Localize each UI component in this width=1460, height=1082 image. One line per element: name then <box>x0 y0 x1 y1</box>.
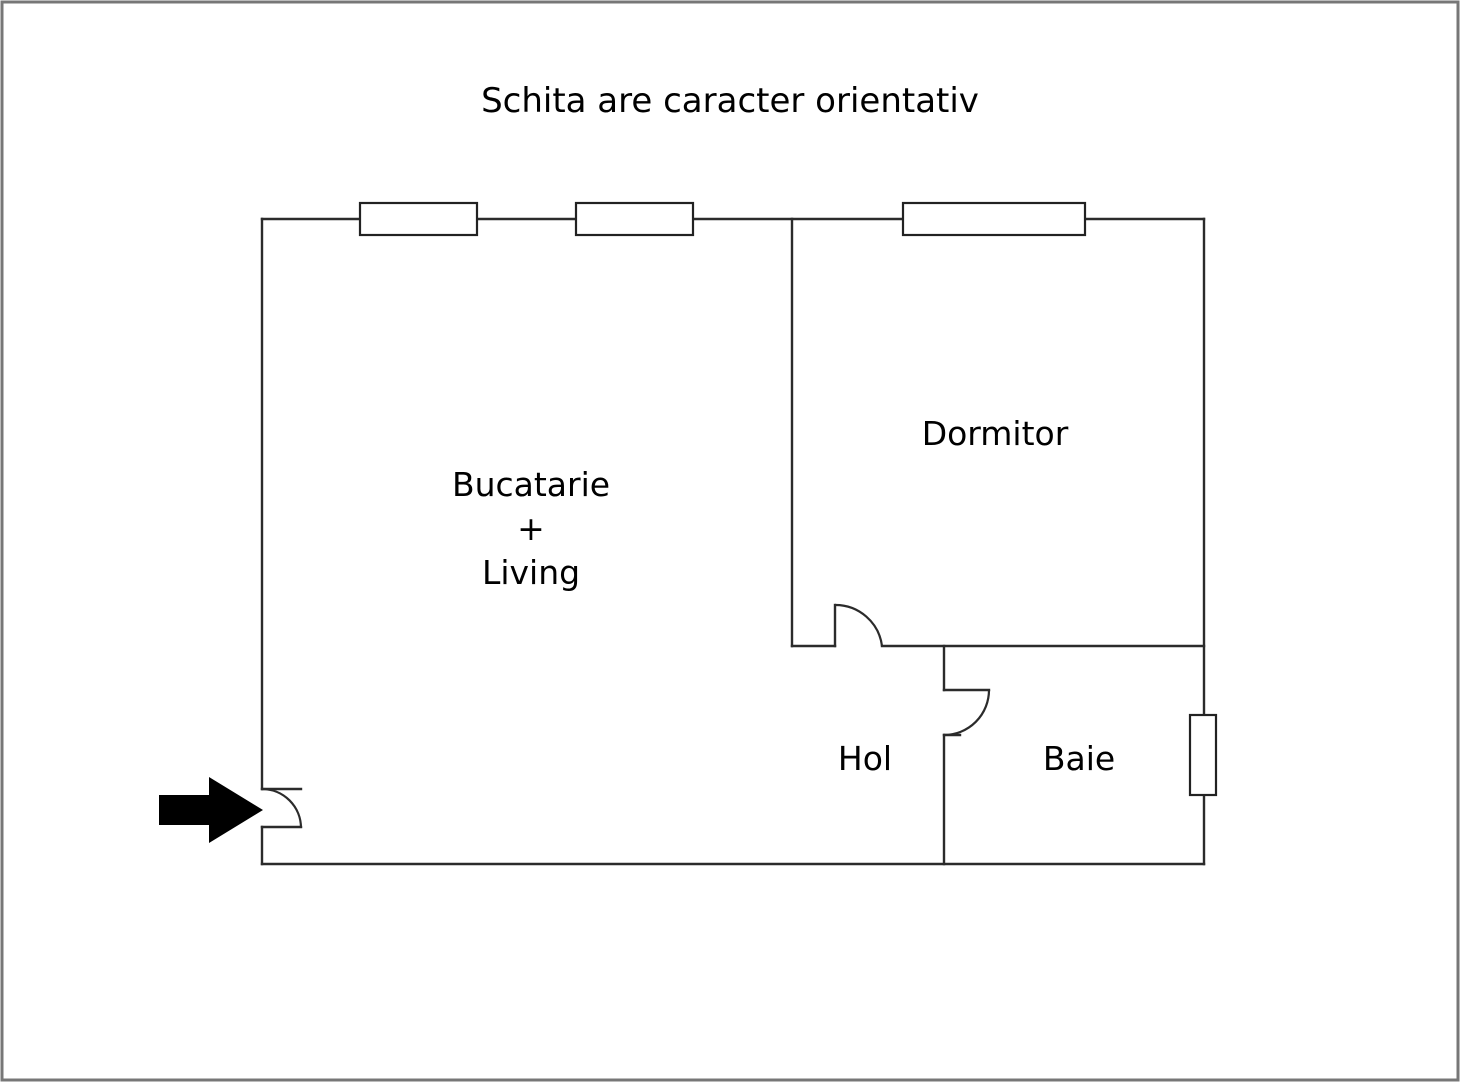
window-baie <box>1188 713 1218 797</box>
door-dormitor-arc <box>834 603 884 647</box>
page-title: Schita are caracter orientativ <box>481 81 979 121</box>
entry-arrow-icon <box>159 777 263 843</box>
window-living-2 <box>574 201 695 237</box>
door-entrance-arc <box>261 787 303 829</box>
room-label-dormitor: Dormitor <box>922 414 1069 453</box>
window-living-1 <box>358 201 479 237</box>
window-dormitor <box>901 201 1087 237</box>
room-label-baie: Baie <box>1043 739 1115 778</box>
room-label-living: Living <box>482 553 580 592</box>
room-label-bucatarie: Bucatarie <box>452 465 610 504</box>
room-label-hol: Hol <box>838 739 892 778</box>
room-label-bucatarie-plus: + <box>517 509 545 548</box>
door-baie-arc <box>943 689 991 737</box>
